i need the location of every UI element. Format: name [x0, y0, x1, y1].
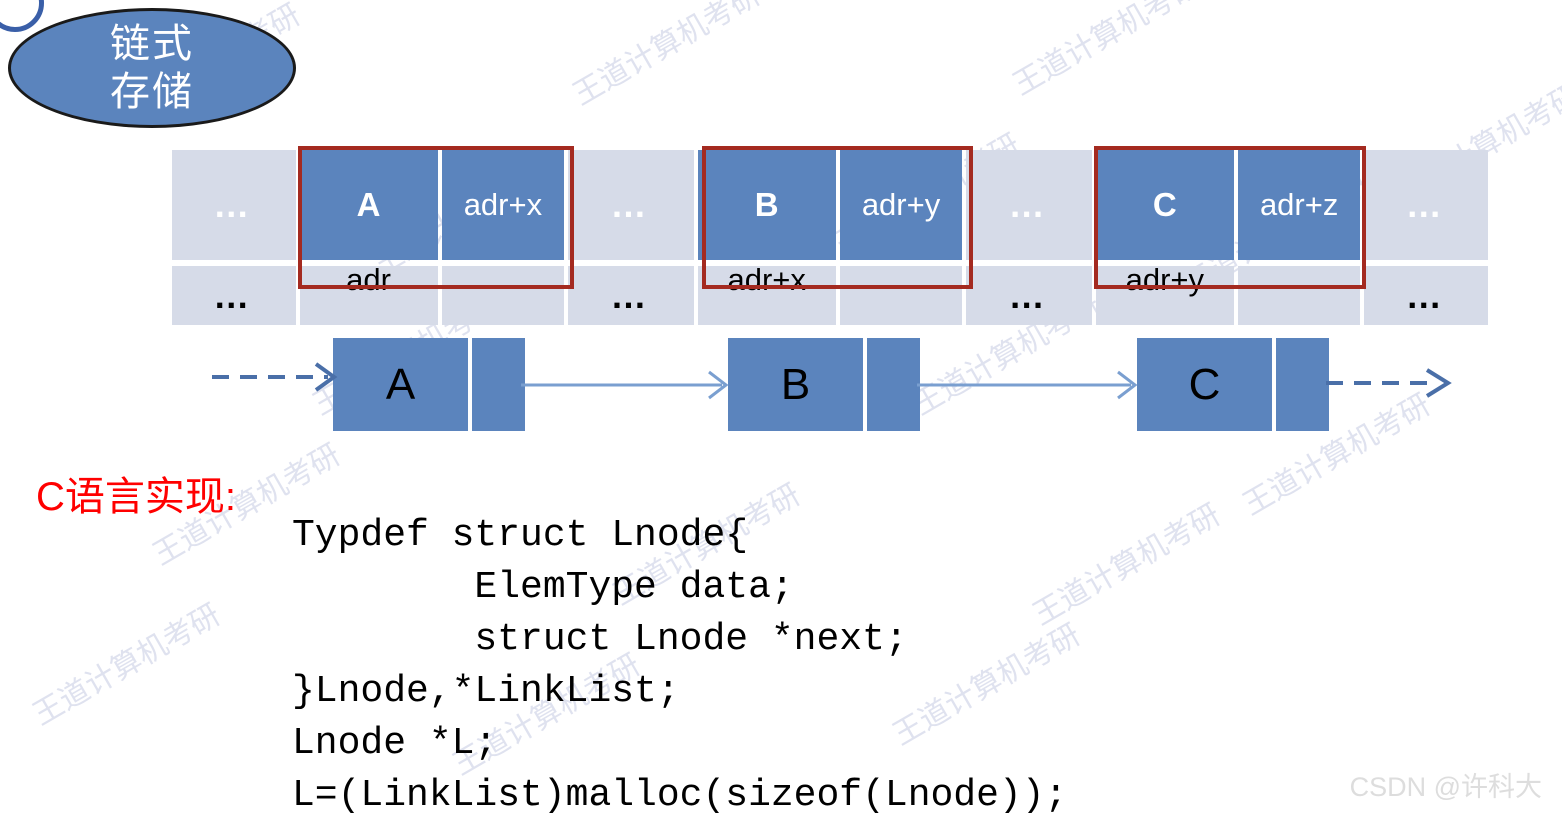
memory-cell-ellipsis: …	[966, 266, 1092, 325]
watermark-tile: 王道计算机考研	[1007, 0, 1206, 102]
title-bubble-line1: 链式	[110, 22, 194, 66]
title-bubble: 链式 存储	[8, 8, 296, 128]
memory-cell-pointer: adr+z	[1237, 150, 1361, 260]
memory-cell-pointer: adr+x	[441, 150, 565, 260]
memory-cell-value: C	[1152, 186, 1177, 223]
watermark-tile: 王道计算机考研	[27, 598, 226, 732]
ellipsis-text: …	[213, 274, 255, 316]
memory-row-addresses: … adr … adr+x … adr+y …	[172, 262, 1489, 325]
memory-cell-ellipsis: …	[1364, 150, 1489, 260]
memory-cell-ellipsis: …	[568, 266, 694, 325]
memory-cell-value: B	[754, 186, 779, 223]
memory-cell-pointer: adr+x	[463, 187, 543, 222]
list-node-c-next	[1276, 338, 1329, 431]
list-node-a: A	[333, 338, 525, 431]
list-node-b-next	[867, 338, 920, 431]
memory-cell-ellipsis: …	[1364, 266, 1489, 325]
list-node-a-data: A	[333, 338, 468, 431]
memory-cell-pointer: adr+y	[839, 150, 963, 260]
memory-cell-ellipsis: …	[172, 266, 296, 325]
list-node-c-data: C	[1137, 338, 1272, 431]
title-bubble-line2: 存储	[110, 70, 194, 114]
corner-ring-icon	[0, 0, 44, 32]
memory-cell-pointer: adr+y	[861, 187, 941, 222]
memory-cell-data: C	[1095, 150, 1234, 260]
c-code-block: Typdef struct Lnode{ ElemType data; stru…	[292, 514, 1068, 817]
memory-cell-address: adr	[346, 262, 391, 297]
memory-cell-blank	[839, 266, 963, 325]
memory-cell-ellipsis: …	[172, 150, 296, 260]
list-node-a-next	[472, 338, 525, 431]
ellipsis-text: …	[1008, 274, 1050, 316]
memory-cell-address: adr+x	[697, 262, 836, 325]
list-node-c: C	[1137, 338, 1329, 431]
memory-cell-blank	[1237, 266, 1361, 325]
head-pointer-arrowhead	[314, 362, 338, 392]
memory-cell-ellipsis: …	[966, 150, 1092, 260]
ellipsis-text: …	[1405, 184, 1447, 225]
watermark-tile: 王道计算机考研	[567, 0, 766, 112]
memory-cell-address: adr	[299, 262, 438, 325]
arrow-b-to-c-head	[1117, 370, 1138, 400]
csdn-watermark: CSDN @许科大	[1349, 772, 1542, 802]
memory-cell-address: adr+y	[1095, 262, 1234, 325]
memory-cell-data: B	[697, 150, 836, 260]
memory-cell-pointer: adr+z	[1259, 187, 1339, 222]
ellipsis-text: …	[610, 184, 652, 225]
ellipsis-text: …	[1008, 184, 1050, 225]
ellipsis-text: …	[1405, 274, 1447, 316]
memory-cell-ellipsis: …	[568, 150, 694, 260]
tail-pointer-arrowhead	[1425, 368, 1452, 398]
memory-cell-blank	[441, 266, 565, 325]
c-implementation-label: C语言实现:	[36, 475, 236, 519]
ellipsis-text: …	[610, 274, 652, 316]
list-node-b-data: B	[728, 338, 863, 431]
list-node-b: B	[728, 338, 920, 431]
memory-cell-data: A	[299, 150, 438, 260]
arrow-a-to-b-head	[708, 370, 729, 400]
memory-cell-value: A	[356, 186, 381, 223]
ellipsis-text: …	[213, 184, 255, 225]
memory-cell-address: adr+y	[1125, 262, 1205, 297]
memory-cell-address: adr+x	[727, 262, 806, 297]
